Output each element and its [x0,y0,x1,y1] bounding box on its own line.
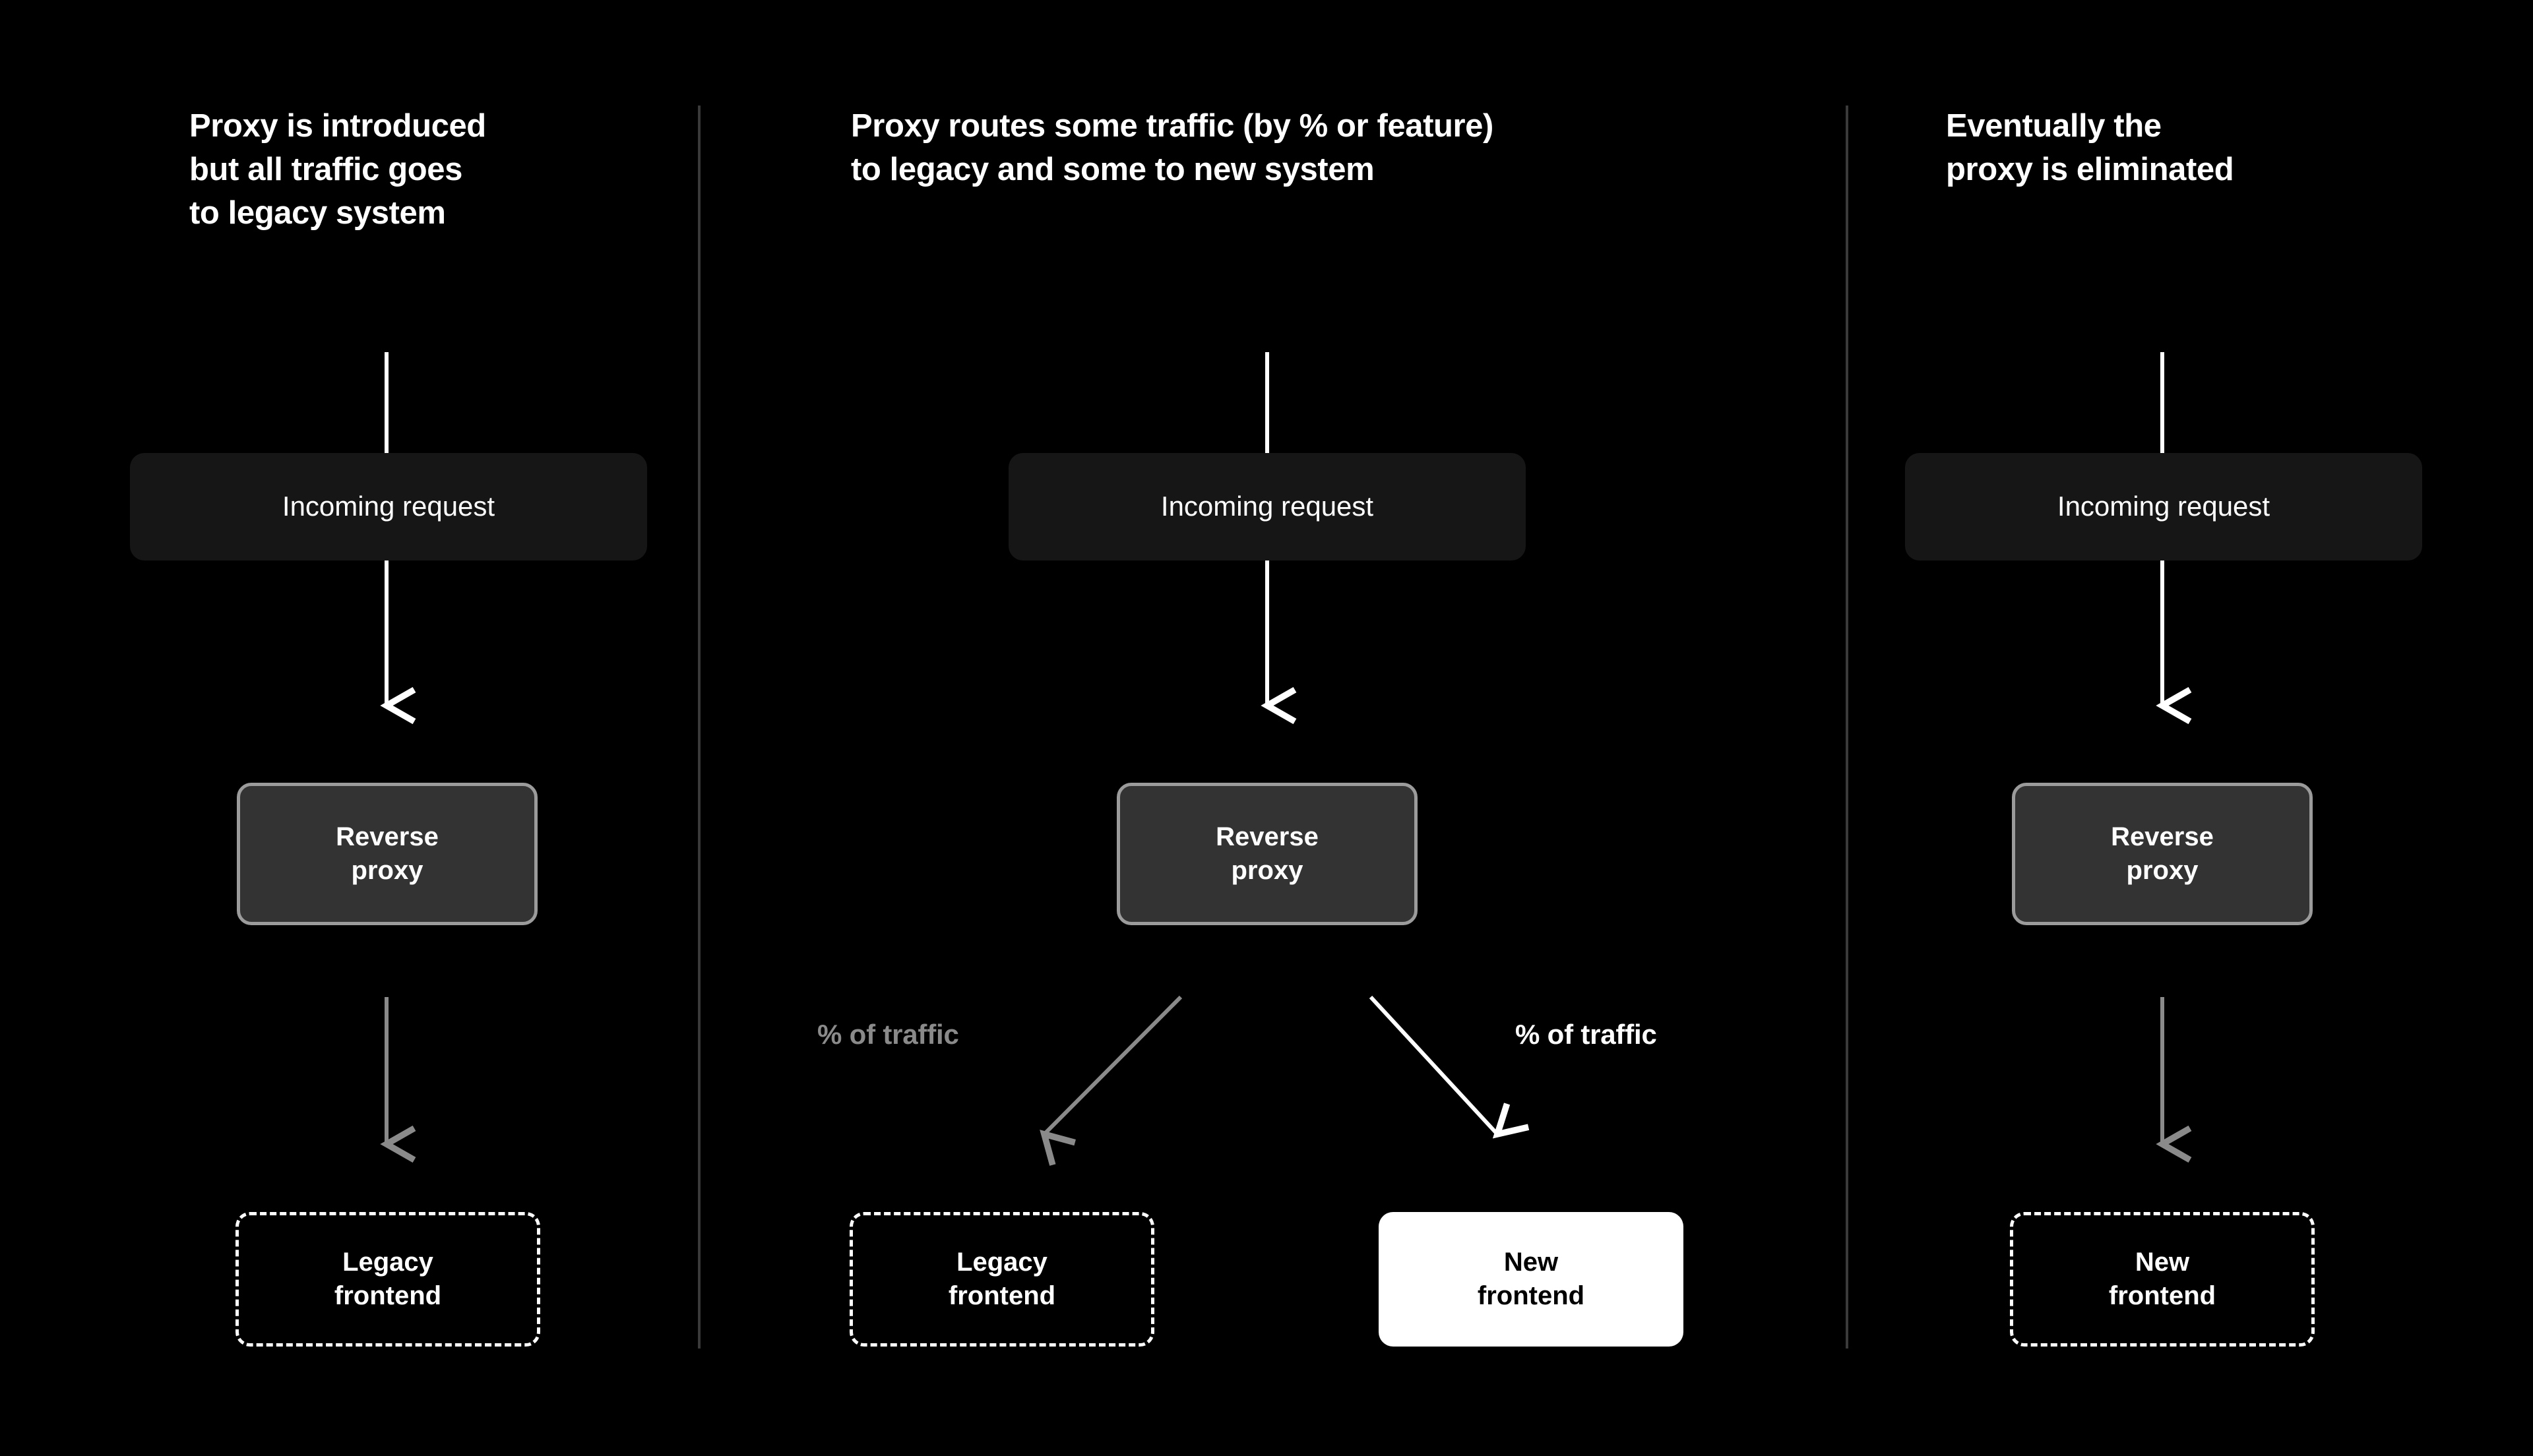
stage-2-new-frontend-node[interactable]: New frontend [1379,1212,1683,1347]
stage-2-legacy-frontend-node[interactable]: Legacy frontend [850,1212,1154,1347]
stage-3-new-frontend-node[interactable]: New frontend [2010,1212,2315,1347]
stage-2-left-traffic-label: % of traffic [817,1019,959,1050]
stage-1-incoming-request-node[interactable]: Incoming request [130,453,647,561]
stage-3-incoming-request-node[interactable]: Incoming request [1905,453,2422,561]
stage-1-heading: Proxy is introduced but all traffic goes… [189,108,486,231]
column-divider-2 [1846,106,1848,1349]
stage-1-reverse-proxy-node[interactable]: Reverse proxy [237,783,538,925]
stage-2-incoming-request-node[interactable]: Incoming request [1009,453,1526,561]
stage-2-reverse-proxy-node[interactable]: Reverse proxy [1117,783,1418,925]
stage-2-right-traffic-label: % of traffic [1515,1019,1657,1050]
stage-3-heading: Eventually the proxy is eliminated [1946,108,2234,188]
column-divider-1 [698,106,701,1349]
stage-2-heading: Proxy routes some traffic (by % or featu… [851,108,1493,188]
stage-1-legacy-frontend-node[interactable]: Legacy frontend [235,1212,540,1347]
stage-3-reverse-proxy-node[interactable]: Reverse proxy [2012,783,2313,925]
